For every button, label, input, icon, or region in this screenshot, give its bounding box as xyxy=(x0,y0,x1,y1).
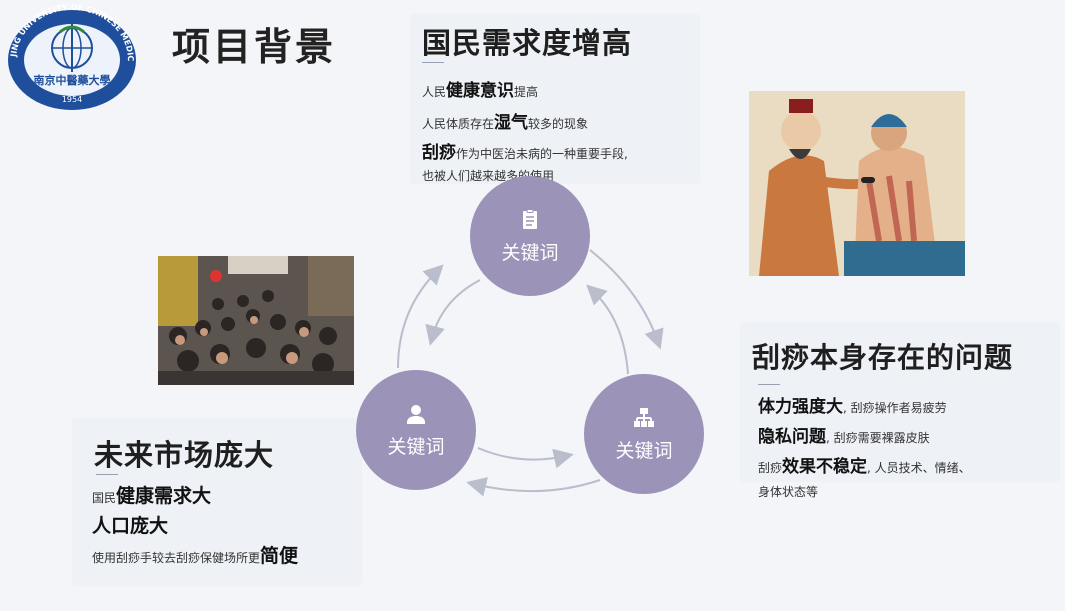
page-title: 项目背景 xyxy=(172,25,337,69)
gua-sha-illustration xyxy=(749,91,965,276)
keyword-node-right: 关键词 xyxy=(584,374,704,494)
node-label: 关键词 xyxy=(501,241,559,264)
market-line-3: 使用刮痧手较去刮痧保健场所更简便 xyxy=(92,545,299,567)
clipboard-icon xyxy=(523,208,537,229)
demand-line-2: 人民体质存在湿气较多的现象 xyxy=(422,113,589,133)
problems-card-title: 刮痧本身存在的问题 xyxy=(752,341,1014,374)
person-icon xyxy=(407,404,425,424)
market-line-2: 人口庞大 xyxy=(92,515,169,537)
problems-line-2: 隐私问题, 刮痧需要裸露皮肤 xyxy=(758,427,930,447)
org-chart-icon xyxy=(634,407,654,427)
node-label: 关键词 xyxy=(615,439,673,462)
title-underline xyxy=(422,62,444,63)
problems-line-1: 体力强度大, 刮痧操作者易疲劳 xyxy=(758,397,947,417)
keyword-node-left: 关键词 xyxy=(356,370,476,490)
cycle-arrows xyxy=(397,249,664,497)
market-line-1: 国民健康需求大 xyxy=(92,485,212,507)
problems-line-4: 身体状态等 xyxy=(758,485,819,499)
demand-card: 国民需求度增高 人民健康意识提高 人民体质存在湿气较多的现象 刮痧作为中医治未病… xyxy=(410,14,700,184)
cycle-arrow xyxy=(425,279,481,346)
cycle-arrow xyxy=(589,249,664,350)
demand-card-title: 国民需求度增高 xyxy=(422,26,633,60)
cycle-arrow xyxy=(466,477,601,497)
cycle-arrow xyxy=(477,447,574,469)
title-underline xyxy=(96,474,118,475)
cycle-arrow xyxy=(586,284,629,375)
market-card-title: 未来市场庞大 xyxy=(94,438,275,472)
demand-line-1: 人民健康意识提高 xyxy=(422,81,539,101)
crowd-photo xyxy=(158,256,354,385)
logo-year: 1954 xyxy=(62,95,82,104)
logo-name: 南京中醫藥大學 xyxy=(34,73,111,87)
demand-line-3: 刮痧作为中医治未病的一种重要手段, xyxy=(422,143,628,163)
problems-card: 刮痧本身存在的问题 体力强度大, 刮痧操作者易疲劳 隐私问题, 刮痧需要裸露皮肤… xyxy=(740,322,1060,499)
cycle-arrow xyxy=(397,264,444,369)
keyword-node-top: 关键词 xyxy=(470,176,590,296)
node-label: 关键词 xyxy=(387,435,445,458)
title-underline xyxy=(758,384,780,385)
market-card: 未来市场庞大 国民健康需求大 人口庞大 使用刮痧手较去刮痧保健场所更简便 xyxy=(72,418,362,586)
problems-line-3: 刮痧效果不稳定, 人员技术、情绪、 xyxy=(758,457,971,477)
university-logo: NANJING UNIVERSITY OF CHINESE MEDICINE 南… xyxy=(2,2,136,110)
